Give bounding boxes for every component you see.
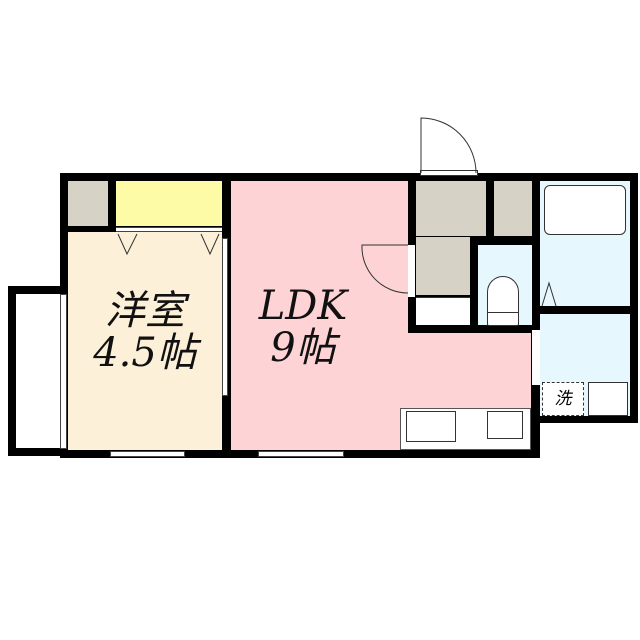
ldk-door[interactable] bbox=[408, 245, 415, 297]
storage-small bbox=[68, 181, 108, 226]
bathtub-icon bbox=[544, 185, 626, 235]
ldk-door-swing-icon bbox=[361, 244, 409, 294]
washroom-door[interactable] bbox=[532, 330, 540, 385]
window-ldk bbox=[258, 451, 344, 457]
closet-door[interactable] bbox=[116, 227, 222, 232]
room-size-ldk: 9帖 bbox=[270, 325, 336, 371]
room-western bbox=[68, 232, 222, 450]
closet bbox=[116, 181, 222, 226]
kitchen-counter bbox=[400, 408, 531, 450]
closet-door-swing-icon bbox=[117, 233, 220, 256]
shoe-cabinet bbox=[416, 297, 470, 325]
storage-entry bbox=[416, 181, 486, 236]
stove-icon bbox=[487, 411, 523, 439]
balcony bbox=[16, 294, 62, 448]
room-label-western: 洋室 bbox=[105, 288, 185, 334]
window-western bbox=[110, 451, 185, 457]
sink-icon bbox=[406, 411, 456, 442]
storage-right bbox=[494, 181, 532, 236]
toilet-icon bbox=[487, 276, 519, 326]
room-label-ldk: LDK bbox=[258, 283, 348, 329]
faucet-icon bbox=[541, 281, 557, 307]
window-balcony bbox=[60, 294, 67, 449]
entrance bbox=[416, 237, 470, 295]
room-size-western: 4.5帖 bbox=[93, 330, 197, 376]
sliding-partition[interactable] bbox=[222, 238, 228, 396]
washer-space: 洗 bbox=[542, 382, 584, 416]
wash-basin-icon bbox=[588, 382, 628, 416]
door-swing-icon bbox=[420, 117, 477, 174]
